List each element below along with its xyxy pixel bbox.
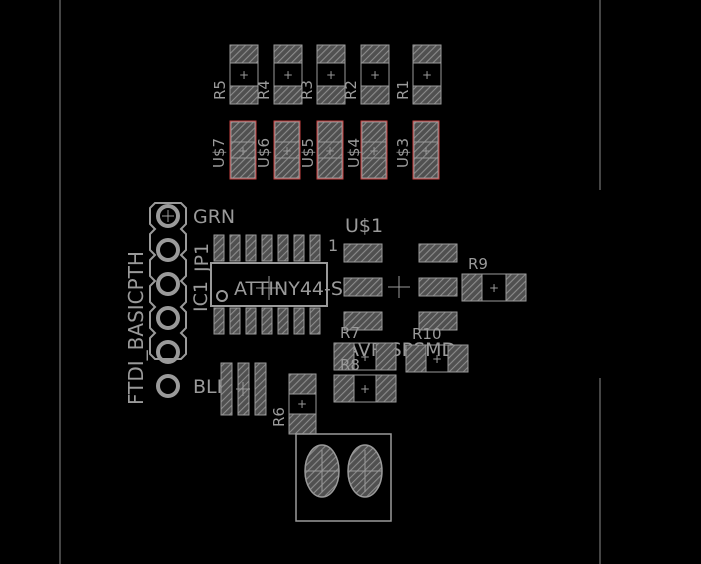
ic-ref-label: IC1 (190, 281, 212, 312)
ftdi-header[interactable]: FTDI_BASICPTH JP1 GRN BLK (124, 202, 235, 405)
resistor-r6[interactable]: + R6 (270, 373, 317, 435)
resistor-r8[interactable]: + R8 (333, 356, 397, 403)
svg-text:+: + (326, 68, 336, 82)
resistor-r3[interactable]: + R3 (298, 44, 346, 105)
header-pins (156, 204, 180, 398)
resistor-r5[interactable]: + R5 (211, 44, 259, 105)
header-blk-label: BLK (193, 376, 230, 398)
r4-label: R4 (255, 80, 273, 100)
resistor-r7[interactable]: + R7 (333, 324, 397, 371)
ic-value-label: ATTINY44-SSU (234, 278, 369, 300)
screw-terminal[interactable] (295, 433, 392, 522)
jumper-u3[interactable]: + U$3 (394, 120, 440, 180)
svg-text:+: + (283, 68, 293, 82)
jumper-u7[interactable]: + U$7 (210, 120, 257, 180)
r5-label: R5 (211, 80, 229, 100)
svg-text:+: + (239, 68, 249, 82)
jumper-u4[interactable]: + U$4 (345, 120, 388, 180)
resistor-r9[interactable]: + R9 (461, 255, 527, 302)
resistor-r4[interactable]: + R4 (255, 44, 303, 105)
svg-text:+: + (370, 68, 380, 82)
svg-text:+: + (238, 144, 248, 158)
r6-label: R6 (270, 407, 288, 427)
board-outline (59, 0, 601, 564)
ic-pads-bottom (213, 307, 321, 335)
svg-text:+: + (489, 281, 499, 295)
u4-label: U$4 (345, 138, 363, 168)
r7-label: R7 (340, 324, 360, 342)
svg-text:+: + (325, 144, 335, 158)
svg-text:+: + (282, 144, 292, 158)
u7-label: U$7 (210, 138, 228, 168)
three-pad-part[interactable] (220, 362, 267, 416)
svg-text:+: + (421, 144, 431, 158)
resistor-row-top: + R5 + R4 + R3 + R2 + (211, 44, 442, 105)
svg-text:+: + (297, 397, 307, 411)
r2-label: R2 (342, 80, 360, 100)
header-grn-label: GRN (193, 206, 235, 228)
r9-label: R9 (468, 255, 488, 273)
jumper-u5[interactable]: + U$5 (299, 120, 344, 180)
svg-text:+: + (422, 68, 432, 82)
r8-label: R8 (340, 356, 360, 374)
u3-label: U$3 (394, 138, 412, 168)
svg-text:+: + (369, 144, 379, 158)
ic1-attiny44[interactable]: ATTINY44-SSU IC1 1 (190, 234, 369, 335)
jumper-row: + U$7 + U$6 + U$5 + U$4 (210, 120, 440, 180)
ic-pin1-label: 1 (328, 236, 338, 255)
u5-label: U$5 (299, 138, 317, 168)
header-ref-label: JP1 (191, 243, 213, 273)
svg-text:+: + (360, 350, 370, 364)
resistor-r1[interactable]: + R1 (394, 44, 442, 105)
u6-label: U$6 (255, 138, 273, 168)
resistor-r10[interactable]: + R10 (405, 325, 469, 373)
r10-label: R10 (412, 325, 442, 343)
svg-text:+: + (432, 352, 442, 366)
resistor-r2[interactable]: + R2 (342, 44, 390, 105)
r1-label: R1 (394, 80, 412, 100)
isp-ref-label: U$1 (345, 215, 383, 237)
svg-text:+: + (360, 382, 370, 396)
r3-label: R3 (298, 80, 316, 100)
jumper-u6[interactable]: + U$6 (255, 120, 301, 180)
header-name-label: FTDI_BASICPTH (124, 251, 148, 405)
ic-pads-top (213, 234, 321, 262)
